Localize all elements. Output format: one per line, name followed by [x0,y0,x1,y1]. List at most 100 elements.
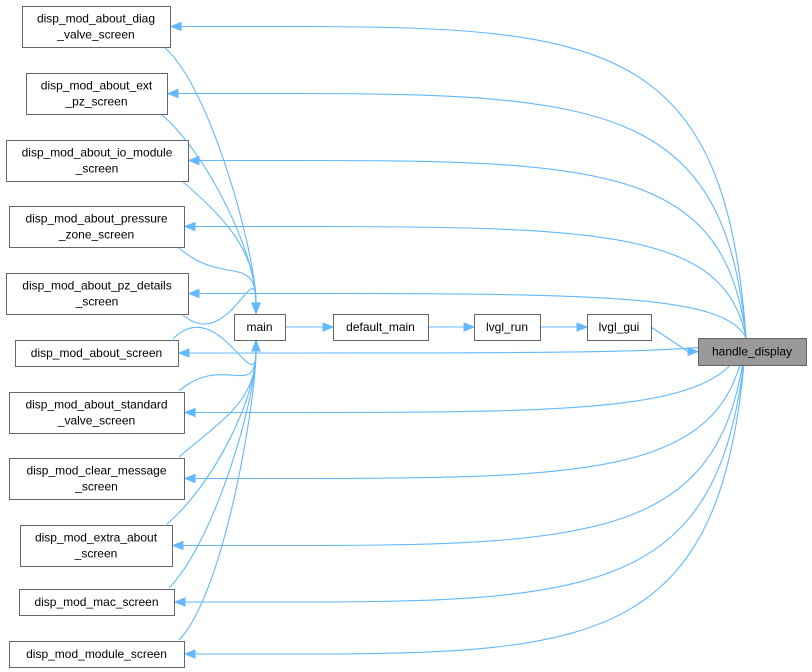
edge-pz_details-to-main [182,288,261,325]
edge-handle_display-to-extra_about [120,337,747,551]
node-label: main [246,320,272,334]
node-box [333,314,429,341]
edge-line [178,247,257,304]
edge-handle_display-to-io_module [143,155,747,339]
node-box [19,589,175,616]
node-box [587,314,652,341]
edge-line [129,337,747,354]
node-box [15,340,179,367]
node-label: disp_mod_about_pressure [25,212,167,226]
node-label: disp_mod_mac_screen [34,595,158,609]
edge-arrowhead [173,597,186,607]
edge-handle_display-to-mac_screen [123,337,747,607]
edge-arrowhead [183,407,196,418]
node-box [474,314,541,341]
edge-arrowhead [183,649,196,659]
edge-handle_display-to-about_screen [129,337,747,358]
edge-arrowhead [169,21,182,32]
edge-handle_display-to-ext_pz [113,88,747,339]
node-label: _screen [74,547,118,561]
node-standard_valve[interactable]: disp_mod_about_standard _valve_screen [9,392,185,434]
edge-line [168,350,257,589]
edge-line [137,225,747,339]
edge-clear_message-to-main [178,339,261,458]
node-label: disp_mod_about_io_module [22,146,173,160]
node-box [20,525,173,567]
node-default_main[interactable]: default_main [333,314,429,341]
node-label: disp_mod_about_pz_details [22,279,171,293]
edge-arrowhead [322,322,335,332]
edge-arrowhead [183,473,196,484]
edge-arrowhead [187,288,200,299]
edge-arrowhead [463,322,476,332]
edge-handle_display-to-clear_message [137,337,747,484]
node-box [9,641,185,668]
node-box [6,273,189,315]
node-box [234,314,286,341]
node-label: handle_display [712,345,792,359]
edge-arrowhead [171,540,184,551]
node-label: disp_mod_about_standard [25,398,167,412]
node-io_module[interactable]: disp_mod_about_io_module _screen [6,140,189,182]
edge-line [137,337,747,655]
edge-handle_display-to-module_screen [137,337,747,659]
node-label: default_main [346,320,415,334]
node-clear_message[interactable]: disp_mod_clear_message_screen [9,458,185,500]
node-box [698,338,807,366]
node-box [6,140,189,182]
edge-arrowhead [687,346,700,357]
node-lvgl_gui[interactable]: lvgl_gui [587,314,652,341]
nodes-layer: handle_display lvgl_gui lvgl_run default_ma… [6,6,807,668]
edge-arrowhead [576,322,589,332]
node-label: disp_mod_about_screen [31,346,162,360]
edge-line [118,25,747,339]
node-pz_details[interactable]: disp_mod_about_pz_details _screen [6,273,189,315]
node-box [26,73,168,115]
node-extra_about[interactable]: disp_mod_extra_about _screen [20,525,173,567]
edge-line [182,288,257,325]
node-label: _valve_screen [56,28,134,42]
node-pressure_zone[interactable]: disp_mod_about_pressure _zone_screen [9,206,185,248]
edge-arrowhead [183,221,196,232]
edge-main-to-default_main [285,322,335,332]
node-about_screen[interactable]: disp_mod_about_screen [15,340,179,367]
edge-handle_display-to-pressure_zone [137,221,747,339]
node-mac_screen[interactable]: disp_mod_mac_screen [19,589,175,616]
edge-line [178,350,257,641]
node-label: _screen [75,162,119,176]
edge-line [120,337,747,547]
node-label: _valve_screen [57,414,135,428]
node-box [9,392,185,434]
edge-arrowhead [251,339,261,352]
edge-standard_valve-to-main [178,339,261,392]
node-label: _pz_screen [64,95,127,109]
node-label: disp_mod_clear_message [26,464,166,478]
node-lvgl_run[interactable]: lvgl_run [474,314,541,341]
node-ext_pz[interactable]: disp_mod_about_ext _pz_screen [26,73,168,115]
node-label: disp_mod_extra_about [35,531,158,545]
node-box [9,458,185,500]
edge-arrowhead [177,348,190,358]
edge-default_main-to-lvgl_run [428,322,476,332]
node-module_screen[interactable]: disp_mod_module_screen [9,641,185,668]
edge-line [650,326,689,352]
node-label: _zone_screen [58,228,134,242]
edge-line [137,337,747,480]
node-label: disp_mod_about_ext [41,79,153,93]
edge-line [182,181,257,304]
edge-line [172,326,257,366]
node-main[interactable]: main [234,314,286,341]
edge-lvgl_gui-to-handle_display [650,326,700,357]
node-label: _screen [75,295,119,309]
edge-arrowhead [187,155,200,166]
edge-lvgl_run-to-lvgl_gui [540,322,589,332]
node-label: lvgl_run [486,320,528,334]
edge-arrowhead [251,302,261,315]
node-box [9,206,185,248]
node-label: disp_mod_module_screen [26,647,167,661]
edge-module_screen-to-main [178,339,261,641]
node-diag_valve[interactable]: disp_mod_about_diag_valve_screen [22,6,171,48]
node-handle_display: handle_display [698,338,807,366]
edge-line [178,350,257,392]
